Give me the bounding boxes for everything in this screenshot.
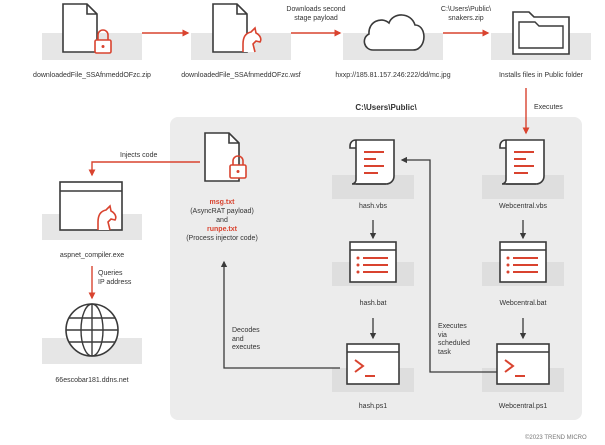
- file-trojan-icon: [212, 3, 262, 53]
- runpe-desc: (Process injector code): [186, 235, 258, 242]
- arrow-scheduled-task: [400, 156, 497, 373]
- file-lock-icon: [62, 3, 112, 54]
- webcentral-bat-label: Webcentral.bat: [499, 300, 547, 307]
- globe-icon: [65, 303, 119, 357]
- list-icon: [499, 241, 547, 283]
- msg-txt: msg.txt: [209, 199, 235, 206]
- webcentral-ps1-label: Webcentral.ps1: [498, 403, 548, 410]
- terminal-icon: [496, 343, 550, 385]
- install-label: Installs files in Public folder: [498, 72, 584, 79]
- process-name: aspnet_compiler.exe: [59, 252, 125, 259]
- domain-label: 66escobar181.ddns.net: [55, 377, 129, 384]
- list-icon: [349, 241, 397, 283]
- download-label: Downloads second stage payload: [286, 6, 346, 22]
- and-text: and: [216, 217, 228, 224]
- payload-url: hxxp://185.81.157.246:222/dd/mc.jpg: [335, 72, 451, 79]
- cloud-icon: [363, 14, 425, 51]
- scroll-icon: [349, 139, 395, 185]
- wsf-filename: downloadedFile_SSAfnmeddOFzc.wsf: [181, 72, 301, 79]
- webcentral-vbs-label: Webcentral.vbs: [498, 203, 548, 210]
- hash-bat-label: hash.bat: [359, 300, 387, 307]
- path-label: C:\Users\Public\ snakers.zip: [440, 6, 492, 22]
- queries-label: Queries IP address: [98, 270, 132, 286]
- injects-label: Injects code: [120, 152, 158, 159]
- executes-label: Executes: [534, 104, 563, 111]
- folder-icon: [512, 11, 570, 55]
- arrow-decodes-executes: [220, 260, 340, 369]
- scroll-icon: [499, 139, 545, 185]
- hash-vbs-label: hash.vbs: [358, 203, 388, 210]
- public-folder-title: C:\Users\Public\: [355, 103, 417, 112]
- zip-filename: downloadedFile_SSAfnmeddOFzc.zip: [33, 72, 151, 79]
- msg-desc: (AsyncRAT payload): [190, 208, 254, 215]
- browser-trojan-icon: [59, 181, 123, 231]
- scheduled-label: Executes via scheduled task: [438, 323, 470, 356]
- arrow-injects-code: [88, 161, 200, 177]
- hash-ps1-label: hash.ps1: [358, 403, 388, 410]
- copyright: ©2023 TREND MICRO: [525, 435, 587, 441]
- payload-file-lock-icon: [204, 132, 247, 182]
- runpe-txt: runpe.txt: [207, 226, 237, 233]
- terminal-icon: [346, 343, 400, 385]
- decodes-label: Decodes and executes: [232, 327, 261, 351]
